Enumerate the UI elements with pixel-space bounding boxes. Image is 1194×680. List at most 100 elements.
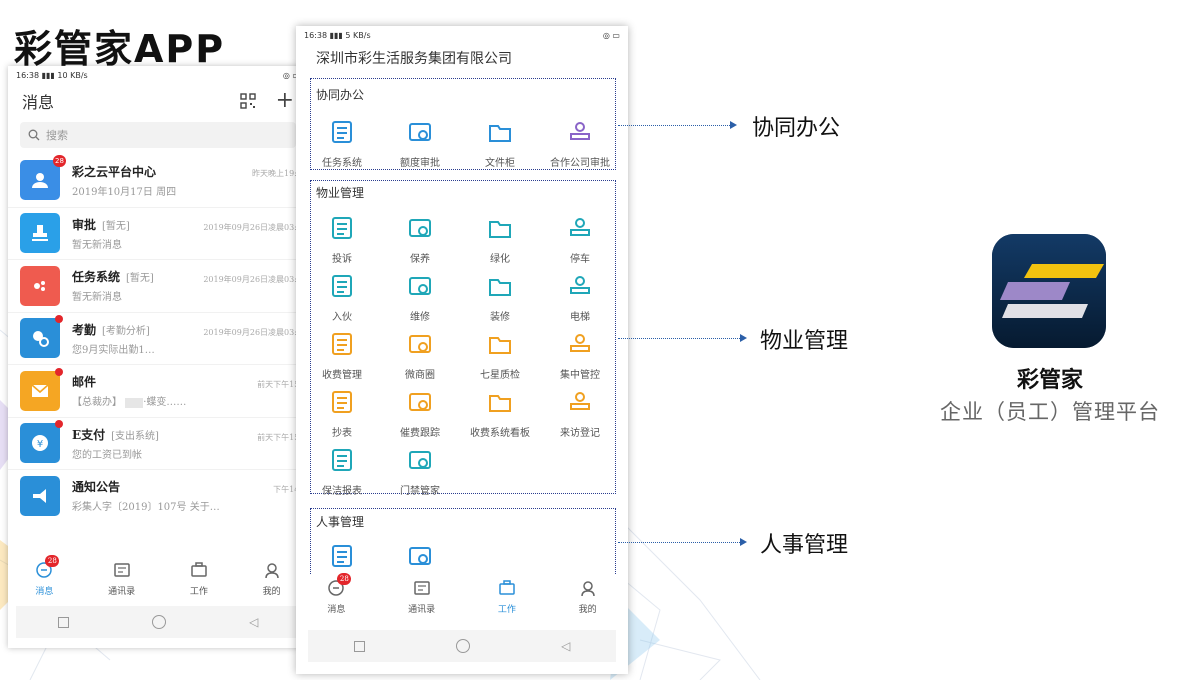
- android-nav-bar: ◁: [16, 606, 300, 638]
- work-grid-item[interactable]: 电梯: [540, 272, 620, 323]
- work-grid-item[interactable]: 绿化: [460, 214, 540, 265]
- work-grid-item[interactable]: 收费系统看板: [460, 388, 540, 439]
- home-icon[interactable]: [455, 639, 470, 653]
- maintenance-icon: [406, 214, 434, 246]
- work-grid-item[interactable]: [302, 542, 382, 578]
- signal-icon: ▮▮▮: [329, 30, 343, 40]
- list-item[interactable]: 任务系统 [暂无] 暂无新消息 2019年09月26日凌晨03:4: [8, 259, 308, 312]
- list-item[interactable]: ¥ E支付 [支出系统] 您的工资已到帐 前天下午15:: [8, 416, 308, 470]
- message-preview: 【总裁办】 ·蝶变……: [72, 393, 296, 408]
- message-text: 彩之云平台中心 2019年10月17日 周四: [72, 163, 296, 198]
- yen-icon: ¥: [20, 420, 63, 464]
- back-icon[interactable]: ◁: [249, 615, 259, 629]
- message-time: 前天下午15:: [257, 380, 302, 389]
- messages-tab[interactable]: 28 消息: [327, 573, 352, 615]
- message-title: 考勤: [72, 322, 97, 337]
- work-grid-item[interactable]: 任务系统: [302, 118, 382, 169]
- status-bar: 16:38 ▮▮▮ 5 KB/s ◎ ▭: [296, 26, 628, 44]
- grid-item-label: 保养: [410, 254, 430, 265]
- work-grid-item[interactable]: [380, 542, 460, 578]
- message-text: 邮件 【总裁办】 ·蝶变……: [72, 373, 296, 408]
- work-tab[interactable]: 工作: [498, 579, 516, 615]
- messages-tab[interactable]: 28 消息: [35, 555, 60, 597]
- tab-label: 我的: [262, 587, 281, 597]
- meter-icon: [328, 388, 356, 420]
- add-icon[interactable]: +: [275, 88, 294, 113]
- list-item[interactable]: 28 彩之云平台中心 2019年10月17日 周四 昨天晚上19:5: [8, 154, 308, 207]
- message-title: 审批: [72, 217, 97, 232]
- message-preview-text: 彩集人字〔2019〕107号 关于…: [72, 502, 220, 514]
- tab-label: 消息: [327, 605, 346, 615]
- message-preview: 彩集人字〔2019〕107号 关于…: [72, 498, 296, 513]
- list-item[interactable]: 考勤 [考勤分析] 您9月实际出勤1… 2019年09月26日凌晨03:4: [8, 311, 308, 365]
- work-grid-item[interactable]: 入伙: [302, 272, 382, 323]
- work-grid-item[interactable]: 门禁管家: [380, 446, 460, 497]
- work-grid-item[interactable]: 保洁报表: [302, 446, 382, 497]
- arrow-head: [740, 538, 747, 546]
- work-grid-item[interactable]: 装修: [460, 272, 540, 323]
- home-icon[interactable]: [151, 615, 166, 629]
- work-grid-item[interactable]: 七星质检: [460, 330, 540, 381]
- grid-item-label: 入伙: [332, 312, 352, 323]
- grid-item-label: 门禁管家: [400, 486, 440, 497]
- unread-badge: 28: [45, 555, 60, 567]
- grid-item-label: 额度审批: [400, 158, 440, 169]
- status-time: 16:38: [304, 30, 328, 40]
- work-grid-item[interactable]: 集中管控: [540, 330, 620, 381]
- work-grid-item[interactable]: 投诉: [302, 214, 382, 265]
- profile-tab[interactable]: 我的: [263, 561, 281, 597]
- briefcase-icon: [498, 579, 516, 602]
- tab-label: 工作: [497, 605, 516, 615]
- recent-apps-icon[interactable]: [353, 640, 365, 652]
- message-text: 任务系统 [暂无] 暂无新消息: [72, 268, 296, 303]
- unread-dot: [55, 367, 63, 376]
- profile-tab[interactable]: 我的: [579, 579, 597, 615]
- work-grid-item[interactable]: 维修: [380, 272, 460, 323]
- contacts-icon: [113, 561, 131, 584]
- contacts-tab[interactable]: 通讯录: [108, 561, 135, 597]
- message-text: 通知公告 彩集人字〔2019〕107号 关于…: [72, 478, 296, 513]
- work-grid-item[interactable]: 停车: [540, 214, 620, 265]
- signal-icon: ▮▮▮: [41, 70, 55, 80]
- bottom-nav: 28 消息 通讯录 工作 我的: [8, 555, 308, 602]
- briefcase-icon: [190, 561, 208, 584]
- grid-item-label: 维修: [410, 312, 430, 323]
- grid-item-label: 收费管理: [322, 370, 362, 381]
- search-icon: [28, 129, 40, 141]
- back-icon[interactable]: ◁: [561, 639, 571, 653]
- elevator-icon: [566, 272, 594, 304]
- work-tab[interactable]: 工作: [190, 561, 208, 597]
- search-input[interactable]: 搜索: [20, 122, 296, 148]
- grid-item-label: 停车: [570, 254, 590, 265]
- recent-apps-icon[interactable]: [57, 616, 69, 628]
- qr-code-icon[interactable]: [239, 93, 256, 109]
- message-title: 通知公告: [72, 480, 121, 495]
- graduation-cap-icon: [406, 542, 434, 574]
- message-title: 邮件: [72, 375, 97, 390]
- callout-label: 人事管理: [760, 533, 849, 558]
- grid-item-label: 抄表: [332, 428, 352, 439]
- work-grid-item[interactable]: 催费跟踪: [380, 388, 460, 439]
- work-grid-item[interactable]: 保养: [380, 214, 460, 265]
- work-grid-item[interactable]: 额度审批: [380, 118, 460, 169]
- users-icon: 28: [20, 155, 66, 201]
- message-tag: [暂无]: [102, 220, 130, 232]
- work-grid-item[interactable]: 抄表: [302, 388, 382, 439]
- work-grid-item[interactable]: 收费管理: [302, 330, 382, 381]
- list-item[interactable]: 邮件 【总裁办】 ·蝶变…… 前天下午15:: [8, 364, 308, 417]
- work-grid-item[interactable]: 文件柜: [460, 118, 540, 169]
- status-time: 16:38: [16, 70, 40, 80]
- work-grid-item[interactable]: 微商圈: [380, 330, 460, 381]
- contacts-tab[interactable]: 通讯录: [408, 579, 435, 615]
- status-icons: ◎ ▭: [282, 70, 300, 80]
- quota-approval-icon: [406, 118, 434, 150]
- list-item[interactable]: 通知公告 彩集人字〔2019〕107号 关于… 下午14:: [8, 469, 308, 522]
- grid-item-label: 投诉: [332, 254, 352, 265]
- message-preview-text: 暂无新消息: [72, 239, 122, 251]
- message-text: 考勤 [考勤分析] 您9月实际出勤1…: [72, 321, 296, 356]
- list-item[interactable]: 审批 [暂无] 暂无新消息 2019年09月26日凌晨03:4: [8, 206, 308, 260]
- work-grid-item[interactable]: 来访登记: [540, 388, 620, 439]
- work-grid-item[interactable]: 合作公司审批: [540, 118, 620, 169]
- svg-text:¥: ¥: [37, 439, 43, 450]
- connector-line: [618, 542, 740, 543]
